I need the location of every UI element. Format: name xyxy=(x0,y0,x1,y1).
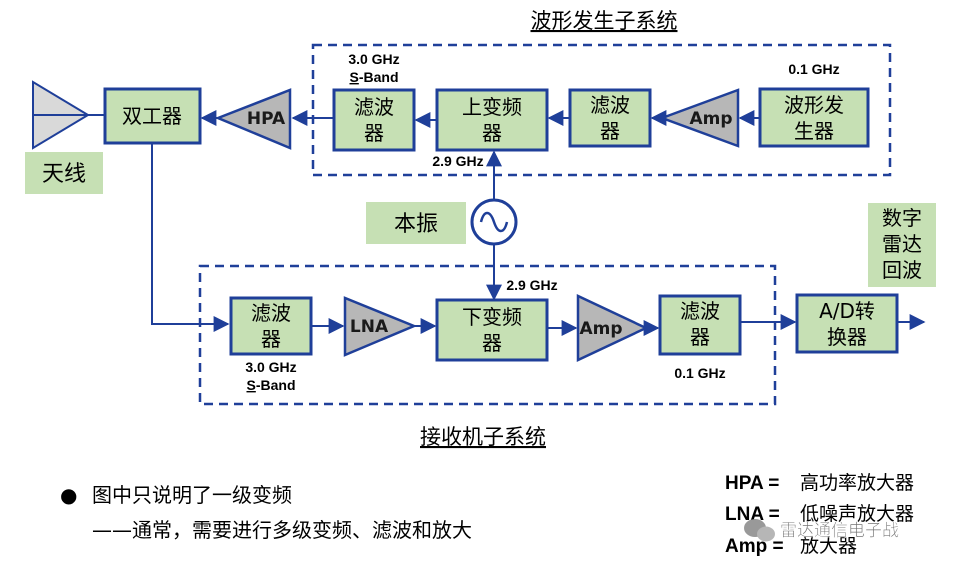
antenna-label-box xyxy=(25,152,103,194)
adc-block xyxy=(795,293,899,354)
watermark-text: 雷达通信电子战 xyxy=(780,521,899,541)
rx-filter-band: S-Band xyxy=(246,377,295,393)
upconverter-lo-freq: 2.9 GHz xyxy=(432,153,483,169)
tx-amplifier xyxy=(658,88,740,148)
rx-path-from-duplexer xyxy=(151,143,230,332)
digital-echo-line-2: 雷达 xyxy=(882,232,922,256)
upconverter-block xyxy=(435,88,549,152)
adc-label-1: A/D转 xyxy=(819,299,875,323)
tx-filter-band: S-Band xyxy=(349,69,398,85)
digital-echo-box xyxy=(868,203,936,287)
waveform-generator-label-1: 波形发 xyxy=(784,93,844,117)
waveform-generator-label-2: 生器 xyxy=(794,119,834,143)
legend-hpa-value: 高功率放大器 xyxy=(800,472,914,494)
rx-filter2-label-2: 器 xyxy=(690,325,710,349)
local-oscillator-label: 本振 xyxy=(394,212,438,237)
receive-subsystem-boundary xyxy=(198,264,777,406)
watermark: 雷达通信电子战 xyxy=(744,519,899,542)
wechat-icon xyxy=(744,519,775,542)
digital-echo-line-1: 数字 xyxy=(882,206,922,230)
transmit-subsystem-title: 波形发生子系统 xyxy=(531,9,678,33)
legend-lna-value: 低噪声放大器 xyxy=(800,503,914,525)
tx-filter2-label-1: 滤波 xyxy=(590,93,630,117)
rx-amp-label: Amp xyxy=(579,319,622,339)
waveform-generator-freq: 0.1 GHz xyxy=(788,61,839,77)
tx-amp-label: Amp xyxy=(689,109,732,129)
oscillator-icon xyxy=(470,198,518,246)
rx-filter2-freq: 0.1 GHz xyxy=(674,365,725,381)
downconverter-block xyxy=(435,298,549,362)
tx-filter-block xyxy=(332,88,416,152)
rx-filter-freq: 3.0 GHz xyxy=(245,359,296,375)
upconverter-label-1: 上变频 xyxy=(462,95,522,119)
tx-filter-label-1: 滤波 xyxy=(354,95,394,119)
hpa-amplifier xyxy=(214,88,292,150)
lna-amplifier xyxy=(343,296,418,357)
note-line-2: ——通常，需要进行多级变频、滤波和放大 xyxy=(92,518,472,542)
legend-lna-key: LNA = xyxy=(725,504,780,525)
tx-filter-label-2: 器 xyxy=(364,121,384,145)
legend-amp-value: 放大器 xyxy=(800,535,857,557)
legend-amp-key: Amp = xyxy=(725,536,784,557)
hpa-label: HPA xyxy=(247,109,286,129)
digital-echo-line-3: 回波 xyxy=(882,258,922,282)
duplexer-label: 双工器 xyxy=(122,104,182,128)
tx-filter-freq: 3.0 GHz xyxy=(348,51,399,67)
antenna-label: 天线 xyxy=(42,162,86,187)
receive-subsystem-title: 接收机子系统 xyxy=(420,425,546,449)
note-line-1: 图中只说明了一级变频 xyxy=(92,483,292,507)
upconverter-label-2: 器 xyxy=(482,121,502,145)
lna-label: LNA xyxy=(350,317,389,337)
rx-amplifier xyxy=(576,294,649,362)
antenna-icon xyxy=(32,80,105,150)
rx-filter2-block xyxy=(658,294,742,356)
downconverter-label-1: 下变频 xyxy=(462,305,522,329)
tx-filter2-label-2: 器 xyxy=(600,119,620,143)
transmit-subsystem-boundary xyxy=(311,43,892,177)
downconverter-lo-freq: 2.9 GHz xyxy=(506,277,557,293)
note-bullet: ● xyxy=(60,483,77,507)
downconverter-label-2: 器 xyxy=(482,331,502,355)
rx-filter-label-2: 器 xyxy=(261,327,281,351)
duplexer-block xyxy=(103,87,202,145)
local-oscillator-label-box xyxy=(366,202,466,244)
rx-filter2-label-1: 滤波 xyxy=(680,299,720,323)
legend-hpa-key: HPA = xyxy=(725,473,779,494)
rx-filter-label-1: 滤波 xyxy=(251,301,291,325)
tx-filter2-block xyxy=(568,88,652,148)
waveform-generator-block xyxy=(758,87,870,148)
adc-label-2: 换器 xyxy=(827,325,867,349)
